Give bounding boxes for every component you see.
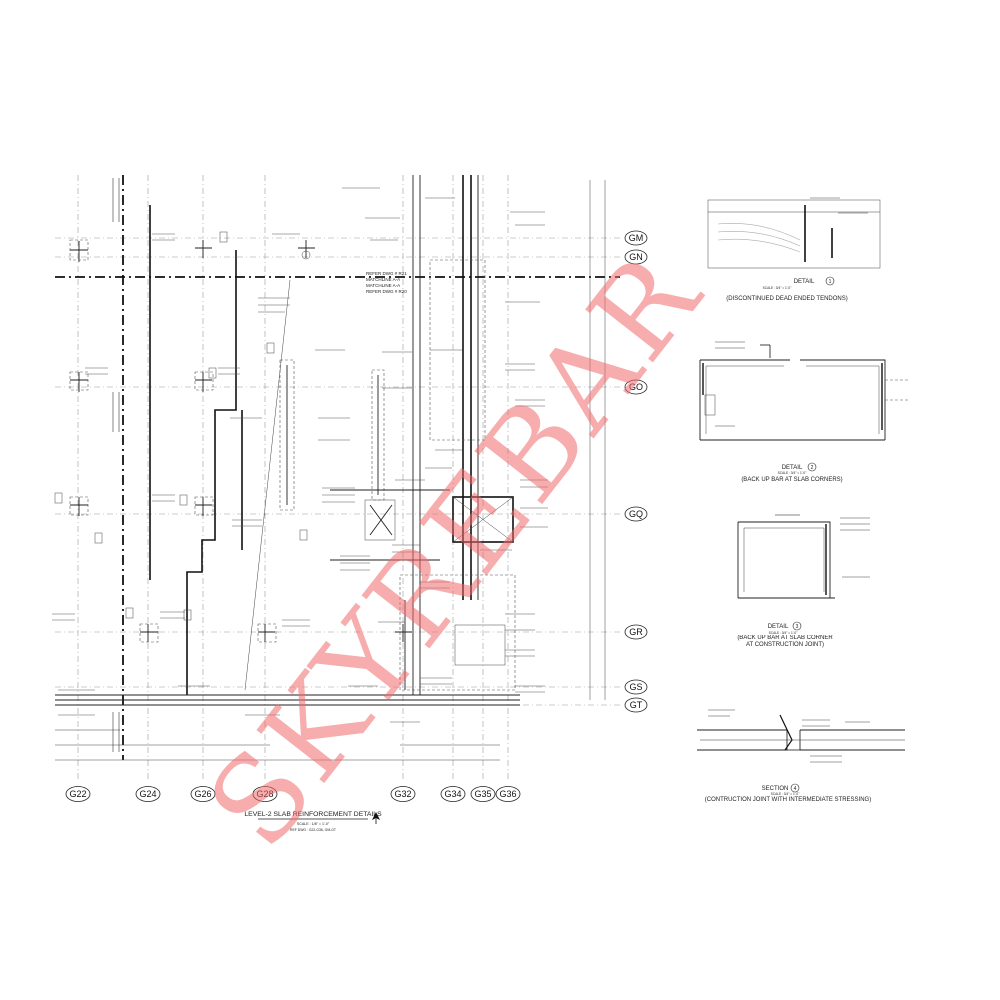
grid-bubble-g32: G32	[390, 786, 416, 802]
rebar-strips	[244, 279, 450, 691]
grid-bubbles-right: GM GN GO GQ GR GS GT	[624, 230, 648, 713]
detail-2-number: 2	[811, 465, 814, 471]
grid-bubble-g36: G36	[495, 786, 521, 802]
grid-bubble-g26: G26	[190, 786, 216, 802]
detail-2-label: DETAIL	[782, 465, 803, 471]
grid-bubble-gt: GT	[624, 697, 648, 713]
watermark: SKYREBAR	[181, 227, 728, 873]
svg-text:G28: G28	[256, 789, 273, 799]
grid-bubble-g24: G24	[135, 786, 161, 802]
svg-text:G34: G34	[444, 789, 461, 799]
watermark-text: SKYREBAR	[181, 227, 728, 873]
svg-text:G26: G26	[194, 789, 211, 799]
matchline-note: MATCHLINE A-A	[366, 283, 400, 288]
plan-title: LEVEL-2 SLAB REINFORCEMENT DETAILS	[244, 811, 382, 818]
grid-bubble-g28: G28	[252, 786, 278, 802]
svg-text:GR: GR	[629, 627, 643, 637]
detail-2-scale: SCALE : 3/4" = 1'-0"	[778, 471, 807, 475]
detail-2-title: (BACK UP BAR AT SLAB CORNERS)	[741, 477, 842, 483]
svg-text:G32: G32	[394, 789, 411, 799]
callout-tags	[54, 231, 308, 621]
detail-3-title: (BACK UP BAR AT SLAB CORNER AT CONSTRUCT…	[737, 635, 833, 648]
detail-1-label: DETAIL	[794, 279, 815, 285]
detail-3: DETAIL 3 SCALE : 3/4" = 1'-0" (BACK UP B…	[737, 514, 870, 648]
grid-bubble-g22: G22	[65, 786, 91, 802]
grid-bubble-gr: GR	[624, 624, 648, 640]
svg-text:GT: GT	[630, 700, 643, 710]
matchline-notes: REFER DWG # R21 MATCHLINE A-A MATCHLINE …	[366, 271, 407, 294]
detail-1-scale: SCALE : 3/4" = 1'-0"	[763, 286, 792, 290]
section-4-scale: SCALE : 3/4" = 1'-0"	[771, 792, 800, 796]
svg-text:GM: GM	[629, 233, 644, 243]
grid-bubble-gn: GN	[624, 249, 648, 265]
grid-bubble-g34: G34	[440, 786, 466, 802]
detail-1: DETAIL 1 SCALE : 3/4" = 1'-0" (DISCONTIN…	[707, 197, 881, 302]
svg-text:GQ: GQ	[629, 509, 643, 519]
section-4-title: (CONTRUCTION JOINT WITH INTERMEDIATE STR…	[705, 797, 871, 803]
svg-text:G36: G36	[499, 789, 516, 799]
svg-text:GO: GO	[629, 382, 643, 392]
rebar-notes	[52, 187, 548, 723]
detail-1-title: (DISCONTINUED DEAD ENDED TENDONS)	[726, 296, 848, 302]
grid-bubble-g35: G35	[470, 786, 496, 802]
grid-bubble-gs: GS	[624, 679, 648, 695]
section-4-number: 4	[794, 786, 797, 792]
left-ref-notes	[112, 178, 120, 752]
detail-3-number: 3	[796, 624, 799, 630]
detail-3-label: DETAIL	[768, 624, 789, 630]
svg-text:G24: G24	[139, 789, 156, 799]
section-4: SECTION 4 SCALE : 3/4" = 1'-0" (CONTRUCT…	[697, 709, 905, 803]
plan-title-block: LEVEL-2 SLAB REINFORCEMENT DETAILS SCALE…	[244, 811, 382, 832]
grid-bubble-gq: GQ	[624, 506, 648, 522]
section-4-label: SECTION	[762, 786, 789, 792]
svg-text:GS: GS	[629, 682, 642, 692]
detail-3-scale: SCALE : 3/4" = 1'-0"	[769, 631, 798, 635]
dimension-lines	[55, 180, 606, 761]
grid-bubbles-bottom: G22 G24 G26 G28 G32 G34 G35 G36	[65, 786, 521, 802]
north-arrow-icon	[372, 812, 380, 824]
svg-text:GN: GN	[629, 252, 643, 262]
matchline-note: REFER DWG # R20	[366, 289, 407, 294]
plan-scale: SCALE : 1/8" = 1'-0"	[297, 822, 330, 826]
slab-plan: REFER DWG # R21 MATCHLINE A-A MATCHLINE …	[52, 175, 648, 832]
grid-bubble-go: GO	[624, 379, 648, 395]
svg-text:G35: G35	[474, 789, 491, 799]
grid-bubble-gm: GM	[624, 230, 648, 246]
detail-2: DETAIL 2 SCALE : 3/4" = 1'-0" (BACK UP B…	[699, 341, 910, 483]
plan-ref: REF DWG : G22-G36, GM-GT	[290, 828, 336, 832]
detail-1-number: 1	[829, 279, 832, 285]
slab-edge	[149, 205, 243, 695]
matchline-note: MATCHLINE A-A	[366, 277, 400, 282]
matchline-note: REFER DWG # R21	[366, 271, 407, 276]
svg-text:G22: G22	[69, 789, 86, 799]
vertical-grid-lines	[77, 175, 509, 780]
column-markers	[69, 239, 412, 643]
